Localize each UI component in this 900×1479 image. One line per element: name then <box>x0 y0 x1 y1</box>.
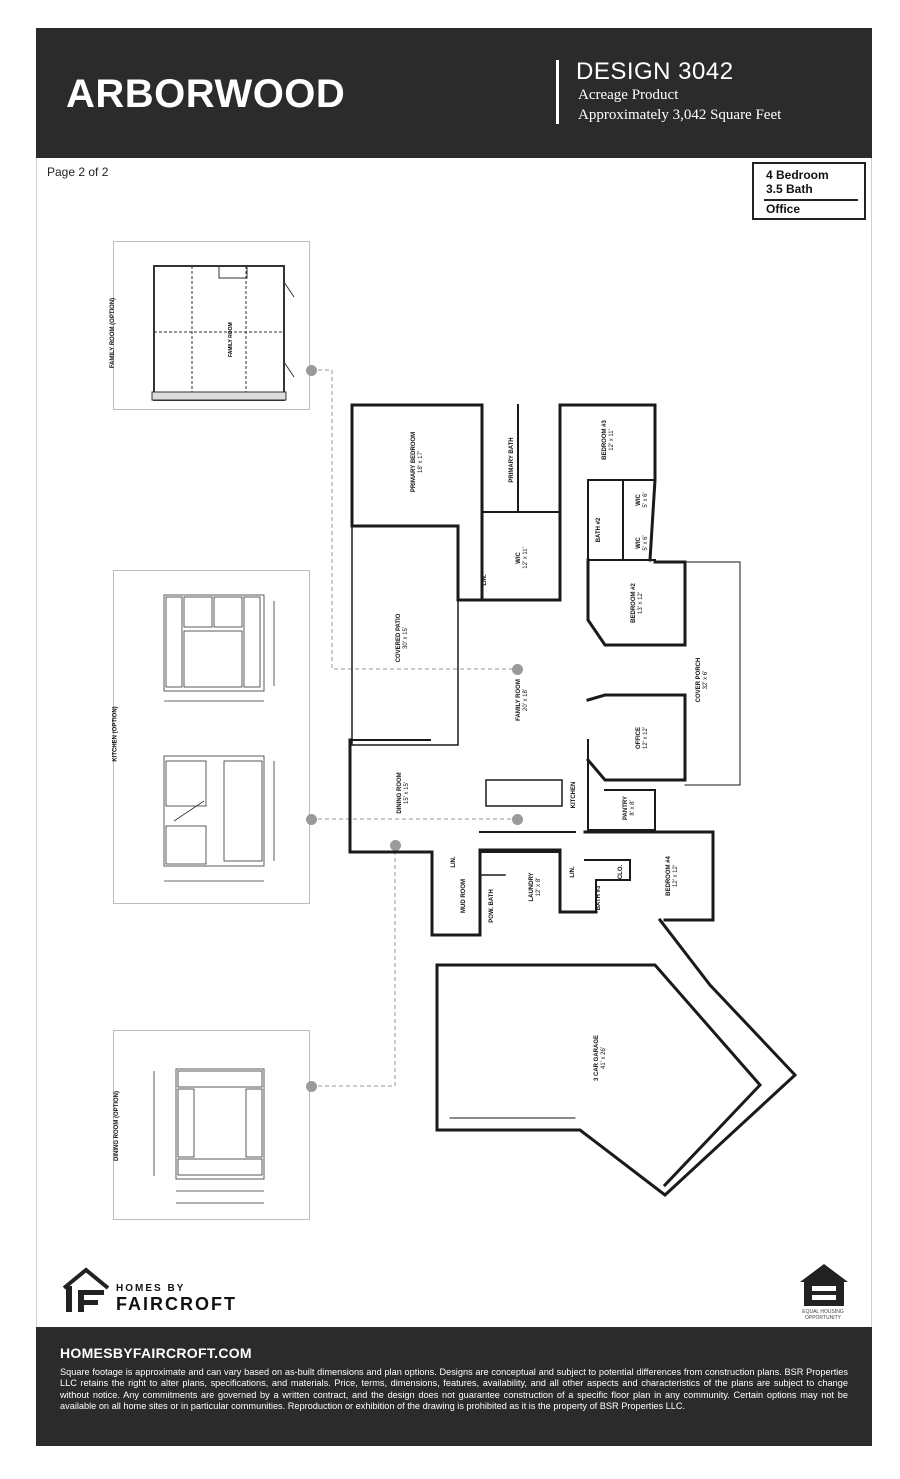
connector-lines <box>311 369 517 1087</box>
room-label-office: OFFICE12' x 12' <box>636 727 649 749</box>
room-label-linen-1: LIN. <box>482 574 488 586</box>
room-label-wic-2: WIC5' x 6' <box>636 535 649 550</box>
equal-housing-icon <box>800 1264 848 1306</box>
room-label-bedroom-2: BEDROOM #213' x 12' <box>631 583 644 623</box>
room-label-wic-1: WIC5' x 6' <box>636 492 649 507</box>
logo-text-big: FAIRCROFT <box>116 1294 237 1314</box>
website-link[interactable]: HOMESBYFAIRCROFT.COM <box>60 1345 252 1361</box>
spec-box: 4 Bedroom 3.5 Bath Office <box>752 162 866 220</box>
room-label-cover-porch: COVER PORCH32' x 6' <box>696 658 709 703</box>
inset-kitchen: KITCHEN (OPTION) <box>113 570 310 904</box>
room-label-primary-bedroom: PRIMARY BEDROOM18' x 17' <box>411 432 424 492</box>
product-type: Acreage Product <box>578 87 679 103</box>
room-label-wic-primary: WIC12' x 11' <box>516 547 529 569</box>
room-labels: PRIMARY BEDROOM18' x 17' PRIMARY BATH BE… <box>396 420 709 1082</box>
plan-walls <box>348 403 798 1197</box>
header-divider <box>556 60 559 124</box>
plan-name: ARBORWOOD <box>66 72 346 116</box>
room-label-bedroom-4: BEDROOM #412' x 12' <box>666 856 679 896</box>
bedroom-count: 4 Bedroom <box>766 168 829 182</box>
room-label-powder-bath: POW. BATH <box>489 889 495 923</box>
extra-room: Office <box>766 202 801 216</box>
inset-dining-room: DINING ROOM (OPTION) <box>113 1030 310 1220</box>
logo-text-small: HOMES BY <box>116 1283 186 1294</box>
room-label-kitchen: KITCHEN <box>571 782 577 809</box>
room-label-bath-2: BATH #2 <box>596 517 602 542</box>
page-number: Page 2 of 2 <box>47 165 109 179</box>
header-bar: ARBORWOOD DESIGN 3042 Acreage Product Ap… <box>36 28 872 158</box>
kitchen-option-drawing <box>163 594 275 882</box>
room-label-family-room: FAMILY ROOM20' x 18' <box>516 679 529 721</box>
room-label-mud-room: MUD ROOM <box>461 879 467 913</box>
svg-text:FAMILY ROOM: FAMILY ROOM <box>228 322 234 357</box>
square-footage: Approximately 3,042 Square Feet <box>578 107 782 123</box>
room-label-dining-room: DINING ROOM15' x 15' <box>397 772 410 813</box>
inset-family-room: FAMILY ROOM FAMILY ROOM (OPTION) <box>110 241 310 410</box>
room-label-linen-3: LIN. <box>570 866 576 878</box>
room-label-bedroom-3: BEDROOM #312' x 11' <box>602 420 615 460</box>
room-label-closet: CLO. <box>618 865 624 880</box>
dining-room-option-drawing <box>153 1068 265 1204</box>
room-label-linen-2: LIN. <box>451 856 457 868</box>
connector-dot-family-room <box>512 664 523 675</box>
family-room-option-drawing: FAMILY ROOM <box>151 265 295 401</box>
room-label-garage: 3 CAR GARAGE41' x 26' <box>594 1035 607 1081</box>
faircroft-logo-icon <box>62 1267 110 1312</box>
room-label-covered-patio: COVERED PATIO30' x 15' <box>396 613 409 662</box>
disclaimer-text: Square footage is approximate and can va… <box>60 1367 848 1412</box>
design-number: DESIGN 3042 <box>576 58 734 85</box>
bath-count: 3.5 Bath <box>766 182 813 196</box>
spec-divider <box>764 199 858 201</box>
room-label-bath-3: BATH #3 <box>596 885 602 910</box>
equal-housing-text: EQUAL HOUSING OPPORTUNITY <box>802 1309 844 1321</box>
footer-bar: HOMESBYFAIRCROFT.COM Square footage is a… <box>36 1327 872 1446</box>
room-label-laundry: LAUNDRY12' x 8' <box>529 872 542 901</box>
room-label-primary-bath: PRIMARY BATH <box>509 437 515 482</box>
room-label-pantry: PANTRY8' x 8' <box>623 796 636 820</box>
connector-dot-kitchen-plan <box>512 814 523 825</box>
